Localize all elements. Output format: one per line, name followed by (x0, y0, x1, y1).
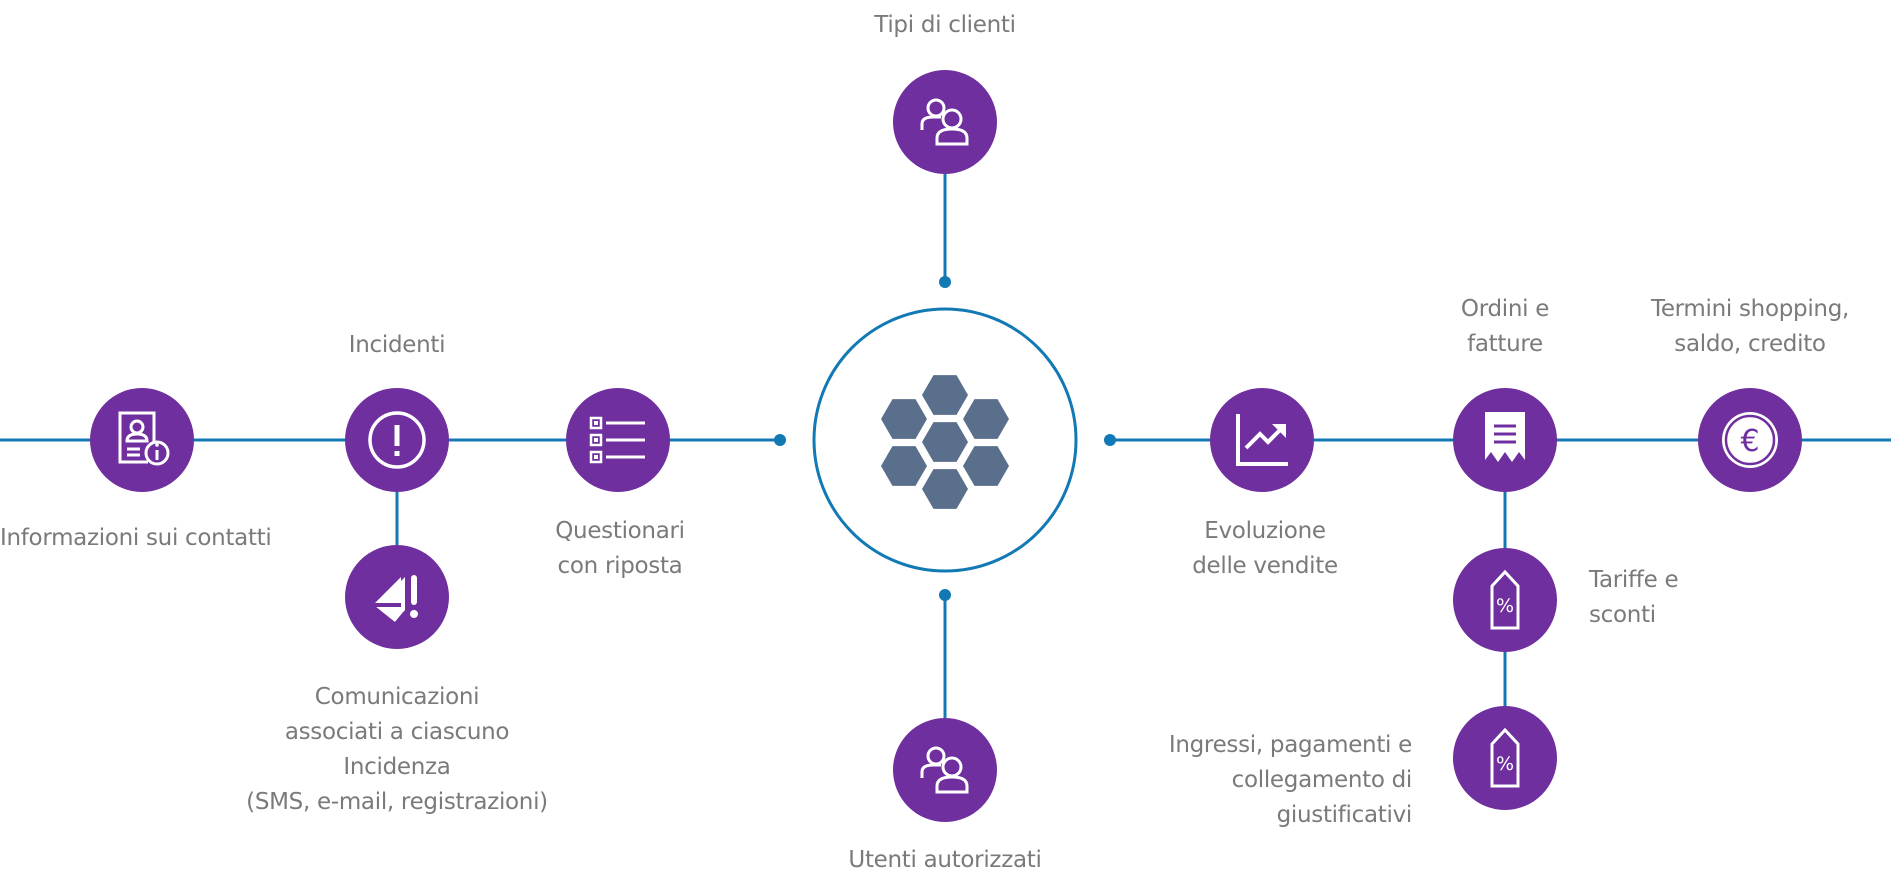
left-dot (774, 434, 786, 446)
node-utenti-autorizzati[interactable] (893, 718, 997, 822)
label-informazioni-contatti: Informazioni sui contatti (0, 521, 272, 556)
node-ordini-fatture[interactable] (1453, 388, 1557, 492)
label-line: Ingressi, pagamenti e (1168, 732, 1412, 758)
node-circle (1453, 706, 1557, 810)
contact-info-icon (118, 411, 170, 466)
label-utenti-autorizzati: Utenti autorizzati (848, 843, 1041, 878)
node-circle (1453, 548, 1557, 652)
label-tipi-clienti: Tipi di clienti (874, 8, 1016, 43)
node-ingressi-pagamenti[interactable]: % (1453, 706, 1557, 810)
node-informazioni-contatti[interactable] (90, 388, 194, 492)
node-tipi-clienti[interactable] (893, 70, 997, 174)
hexagon (881, 399, 927, 439)
label-line: Tipi di clienti (874, 12, 1016, 38)
top-dot (939, 276, 951, 288)
label-incidenti: Incidenti (348, 328, 446, 363)
node-incidenti[interactable] (345, 388, 449, 492)
hexagon (922, 375, 968, 415)
hexagon (922, 469, 968, 509)
node-circle (1210, 388, 1314, 492)
label-line: sconti (1589, 602, 1656, 628)
label-questionari: Questionari con riposta (555, 514, 685, 584)
label-line: collegamento di (1231, 767, 1413, 793)
node-tariffe-sconti[interactable]: % (1453, 548, 1557, 652)
svg-text:%: % (1496, 753, 1514, 775)
label-ingressi-pagamenti: Ingressi, pagamenti e collegamento di gi… (1169, 728, 1412, 833)
hexagon (881, 446, 927, 486)
label-line: Questionari (555, 518, 685, 544)
svg-text:%: % (1496, 595, 1514, 617)
hexagon (963, 446, 1009, 486)
users-icon (920, 746, 969, 794)
price-tag-percent-icon: % (1490, 727, 1520, 788)
label-line: (SMS, e-mail, registrazioni) (246, 789, 548, 815)
node-comunicazioni[interactable] (345, 545, 449, 649)
label-termini-shopping: Termini shopping, saldo, credito (1651, 292, 1849, 362)
hexagon-cluster-icon (881, 375, 1009, 509)
label-line: Tariffe e (1589, 567, 1679, 593)
label-line: giustificativi (1276, 802, 1413, 828)
label-line: Ordini e (1460, 296, 1550, 322)
label-line: Informazioni sui contatti (0, 525, 272, 551)
mail-alert-icon (374, 575, 418, 625)
label-line: Incidenza (343, 754, 451, 780)
label-line: Incidenti (348, 332, 446, 358)
receipt-icon (1485, 412, 1525, 462)
hexagon (963, 399, 1009, 439)
label-tariffe-sconti: Tariffe e sconti (1589, 563, 1679, 633)
node-evoluzione-vendite[interactable] (1210, 388, 1314, 492)
label-line: Utenti autorizzati (848, 847, 1042, 873)
euro-coin-icon: € (1722, 412, 1778, 468)
label-line: associati a ciascuno (284, 719, 510, 745)
right-dot (1104, 434, 1116, 446)
label-line: Evoluzione (1204, 518, 1326, 544)
svg-text:€: € (1740, 424, 1759, 459)
label-comunicazioni: Comunicazioni associati a ciascuno Incid… (246, 680, 548, 820)
node-questionari[interactable] (566, 388, 670, 492)
label-line: Comunicazioni (314, 684, 480, 710)
exclamation-circle-icon (368, 411, 426, 469)
label-line: con riposta (557, 553, 683, 579)
price-tag-percent-icon: % (1490, 569, 1520, 630)
connector-dots (774, 276, 1116, 601)
label-ordini-fatture: Ordini e fatture (1461, 292, 1549, 362)
label-line: Termini shopping, (1650, 296, 1850, 322)
label-evoluzione-vendite: Evoluzione delle vendite (1192, 514, 1338, 584)
bottom-dot (939, 589, 951, 601)
central-hub[interactable] (812, 307, 1078, 573)
nodes: €%% (90, 70, 1802, 822)
label-line: saldo, credito (1674, 331, 1826, 357)
node-termini-shopping[interactable]: € (1698, 388, 1802, 492)
checklist-icon (589, 416, 645, 464)
users-icon (920, 98, 969, 146)
label-line: fatture (1467, 331, 1543, 357)
hexagon (922, 422, 968, 462)
label-line: delle vendite (1192, 553, 1338, 579)
trend-chart-icon (1236, 414, 1288, 466)
